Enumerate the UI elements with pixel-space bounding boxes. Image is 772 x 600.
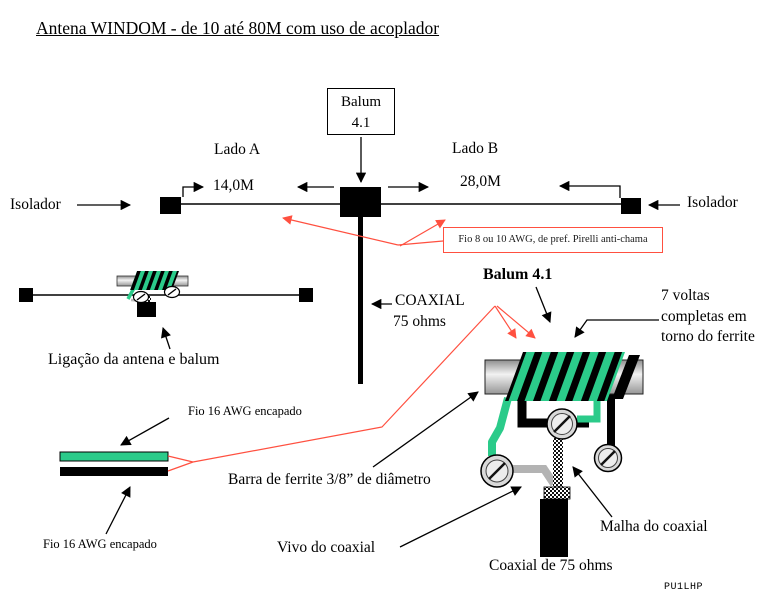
wire-note-text: Fio 8 ou 10 AWG, de pref. Pirelli anti-c… <box>458 234 648 245</box>
braid-strip <box>553 438 563 488</box>
malha-note: Malha do coaxial <box>600 518 708 535</box>
balun-red-wire-fork <box>167 455 194 472</box>
screw-right <box>593 443 623 473</box>
mini-coil-winding <box>130 271 179 290</box>
vivo-gray-wire <box>510 465 558 487</box>
coax-feedline <box>358 217 363 384</box>
wire16-black-bar <box>60 467 168 476</box>
balun-box-line1: Balum <box>341 94 381 110</box>
balun-red-arrow-1 <box>494 305 517 339</box>
green-wire-left <box>488 396 512 456</box>
braid-block <box>543 486 571 500</box>
mini-isolator-left <box>19 288 33 302</box>
ferrite-note: Barra de ferrite 3/8” de diâmetro <box>228 471 431 488</box>
turns-note-arrow <box>574 319 659 338</box>
mini-connection-diagram <box>19 271 313 350</box>
balun-red-wire-link <box>192 305 496 463</box>
ferrite-note-arrow <box>372 391 479 468</box>
green-wire-right <box>577 394 601 423</box>
label-lado-a: Lado A <box>214 141 261 158</box>
turns-note: 7 voltas completas em torno do ferrite <box>661 287 755 345</box>
mini-diagram-caption: Ligação da antena e balum <box>48 351 220 368</box>
detail-title: Balum 4.1 <box>483 266 553 283</box>
isolator-left-square <box>160 197 181 214</box>
wire16-bottom-arrow <box>105 486 131 535</box>
detail-title-arrow <box>535 286 552 323</box>
coax75-note: Coaxial de 75 ohms <box>489 557 613 574</box>
wire16-bottom-note: Fio 16 AWG encapado <box>43 537 157 551</box>
label-coaxial-line2: 75 ohms <box>393 313 446 330</box>
vivo-note: Vivo do coaxial <box>277 539 376 556</box>
wire-note-arrow-right <box>399 219 446 247</box>
label-length-b: 28,0M <box>460 173 501 190</box>
label-length-a: 14,0M <box>213 177 254 194</box>
balun-detail-drawing <box>480 352 644 557</box>
label-isolador-right: Isolador <box>687 194 738 211</box>
wire-note-box: Fio 8 ou 10 AWG, de pref. Pirelli anti-c… <box>443 227 663 253</box>
mini-screw-left <box>132 290 150 304</box>
wire-note-arrow-left <box>282 215 399 246</box>
length-b-bracket-arrow <box>558 180 621 198</box>
wire16-green-bar <box>59 451 169 462</box>
coil-last-turn <box>612 355 640 399</box>
balun-center-block <box>340 187 381 217</box>
length-a-bracket-arrow <box>182 181 205 197</box>
mini-screw-right <box>163 285 181 299</box>
wire-note-pointer <box>397 240 444 246</box>
balun-box: Balum 4.1 <box>327 88 395 135</box>
vivo-note-arrow <box>399 486 522 548</box>
label-isolador-left: Isolador <box>10 196 61 213</box>
screw-left <box>480 454 514 488</box>
balun-red-arrow-2 <box>496 305 536 339</box>
balun-box-line2: 4.1 <box>351 115 371 131</box>
mini-caption-arrow <box>161 327 171 350</box>
wire16-top-note: Fio 16 AWG encapado <box>188 404 302 418</box>
screw-middle <box>546 408 578 440</box>
page-title: Antena WINDOM - de 10 até 80M com uso de… <box>36 18 440 38</box>
signature: PU1LHP <box>664 582 704 593</box>
malha-note-arrow <box>572 466 613 518</box>
label-coaxial-line1: COAXIAL <box>395 292 465 309</box>
isolator-right-square <box>621 198 641 214</box>
coil-winding <box>505 352 625 401</box>
wire16-top-arrow <box>120 417 170 446</box>
mini-isolator-right <box>299 288 313 302</box>
coax-cable-block <box>540 499 568 557</box>
mini-coax-block <box>137 302 156 317</box>
label-lado-b: Lado B <box>452 140 499 157</box>
